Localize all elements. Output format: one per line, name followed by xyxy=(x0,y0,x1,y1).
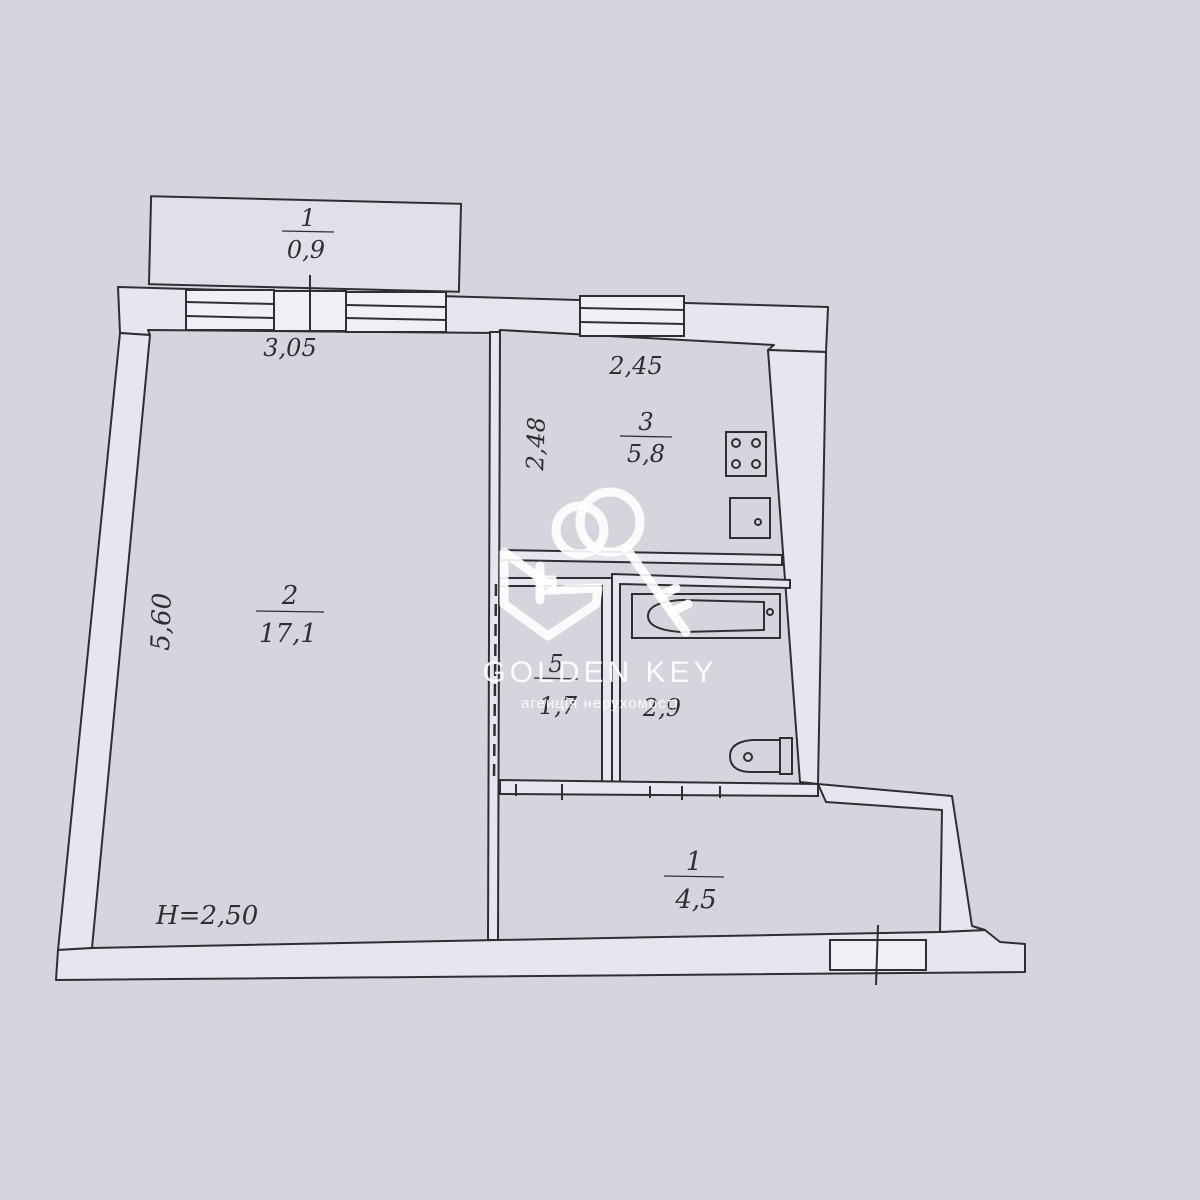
exterior-walls xyxy=(55,286,1026,981)
label-living-room: 2 17,1 xyxy=(255,581,325,649)
bottom-room-number: 1 xyxy=(686,847,703,877)
window-living-left xyxy=(185,289,275,331)
balcony-top-number: 1 xyxy=(300,204,315,232)
dashed-opening xyxy=(492,583,498,779)
label-balcony-top: 1 0,9 xyxy=(281,204,335,264)
window-bottom xyxy=(829,924,927,986)
balcony-top xyxy=(147,195,463,293)
living-room-height-dim: 5,60 xyxy=(146,592,178,651)
toilet-icon xyxy=(728,737,793,775)
window-living-right xyxy=(345,291,447,333)
bottom-room-area: 4,5 xyxy=(674,885,716,915)
door-ticks xyxy=(515,784,721,800)
label-bottom-room: 1 4,5 xyxy=(663,847,725,915)
living-room-area: 17,1 xyxy=(259,619,317,649)
bathtub-icon xyxy=(631,593,781,639)
label-small-room: 5 1,7 xyxy=(533,650,579,720)
balcony-top-area: 0,9 xyxy=(287,236,325,264)
kitchen-number: 3 xyxy=(638,408,653,436)
windows xyxy=(185,275,927,986)
kitchen-height-dim: 2,48 xyxy=(521,417,551,472)
kitchen-width-dim: 2,45 xyxy=(608,352,662,380)
ceiling-height: H=2,50 xyxy=(155,901,258,931)
small-room-number: 5 xyxy=(548,650,563,678)
balcony-top-outline xyxy=(147,195,463,293)
kitchen-area: 5,8 xyxy=(627,440,665,468)
stove-icon xyxy=(725,431,767,477)
living-room-width-dim: 3,05 xyxy=(263,334,316,362)
window-kitchen xyxy=(579,295,685,337)
living-room-number: 2 xyxy=(281,581,299,611)
sink-icon xyxy=(729,497,771,539)
label-kitchen: 3 5,8 xyxy=(619,408,673,468)
small-room-area: 1,7 xyxy=(539,692,578,720)
bathroom-area: 2,9 xyxy=(642,694,681,722)
